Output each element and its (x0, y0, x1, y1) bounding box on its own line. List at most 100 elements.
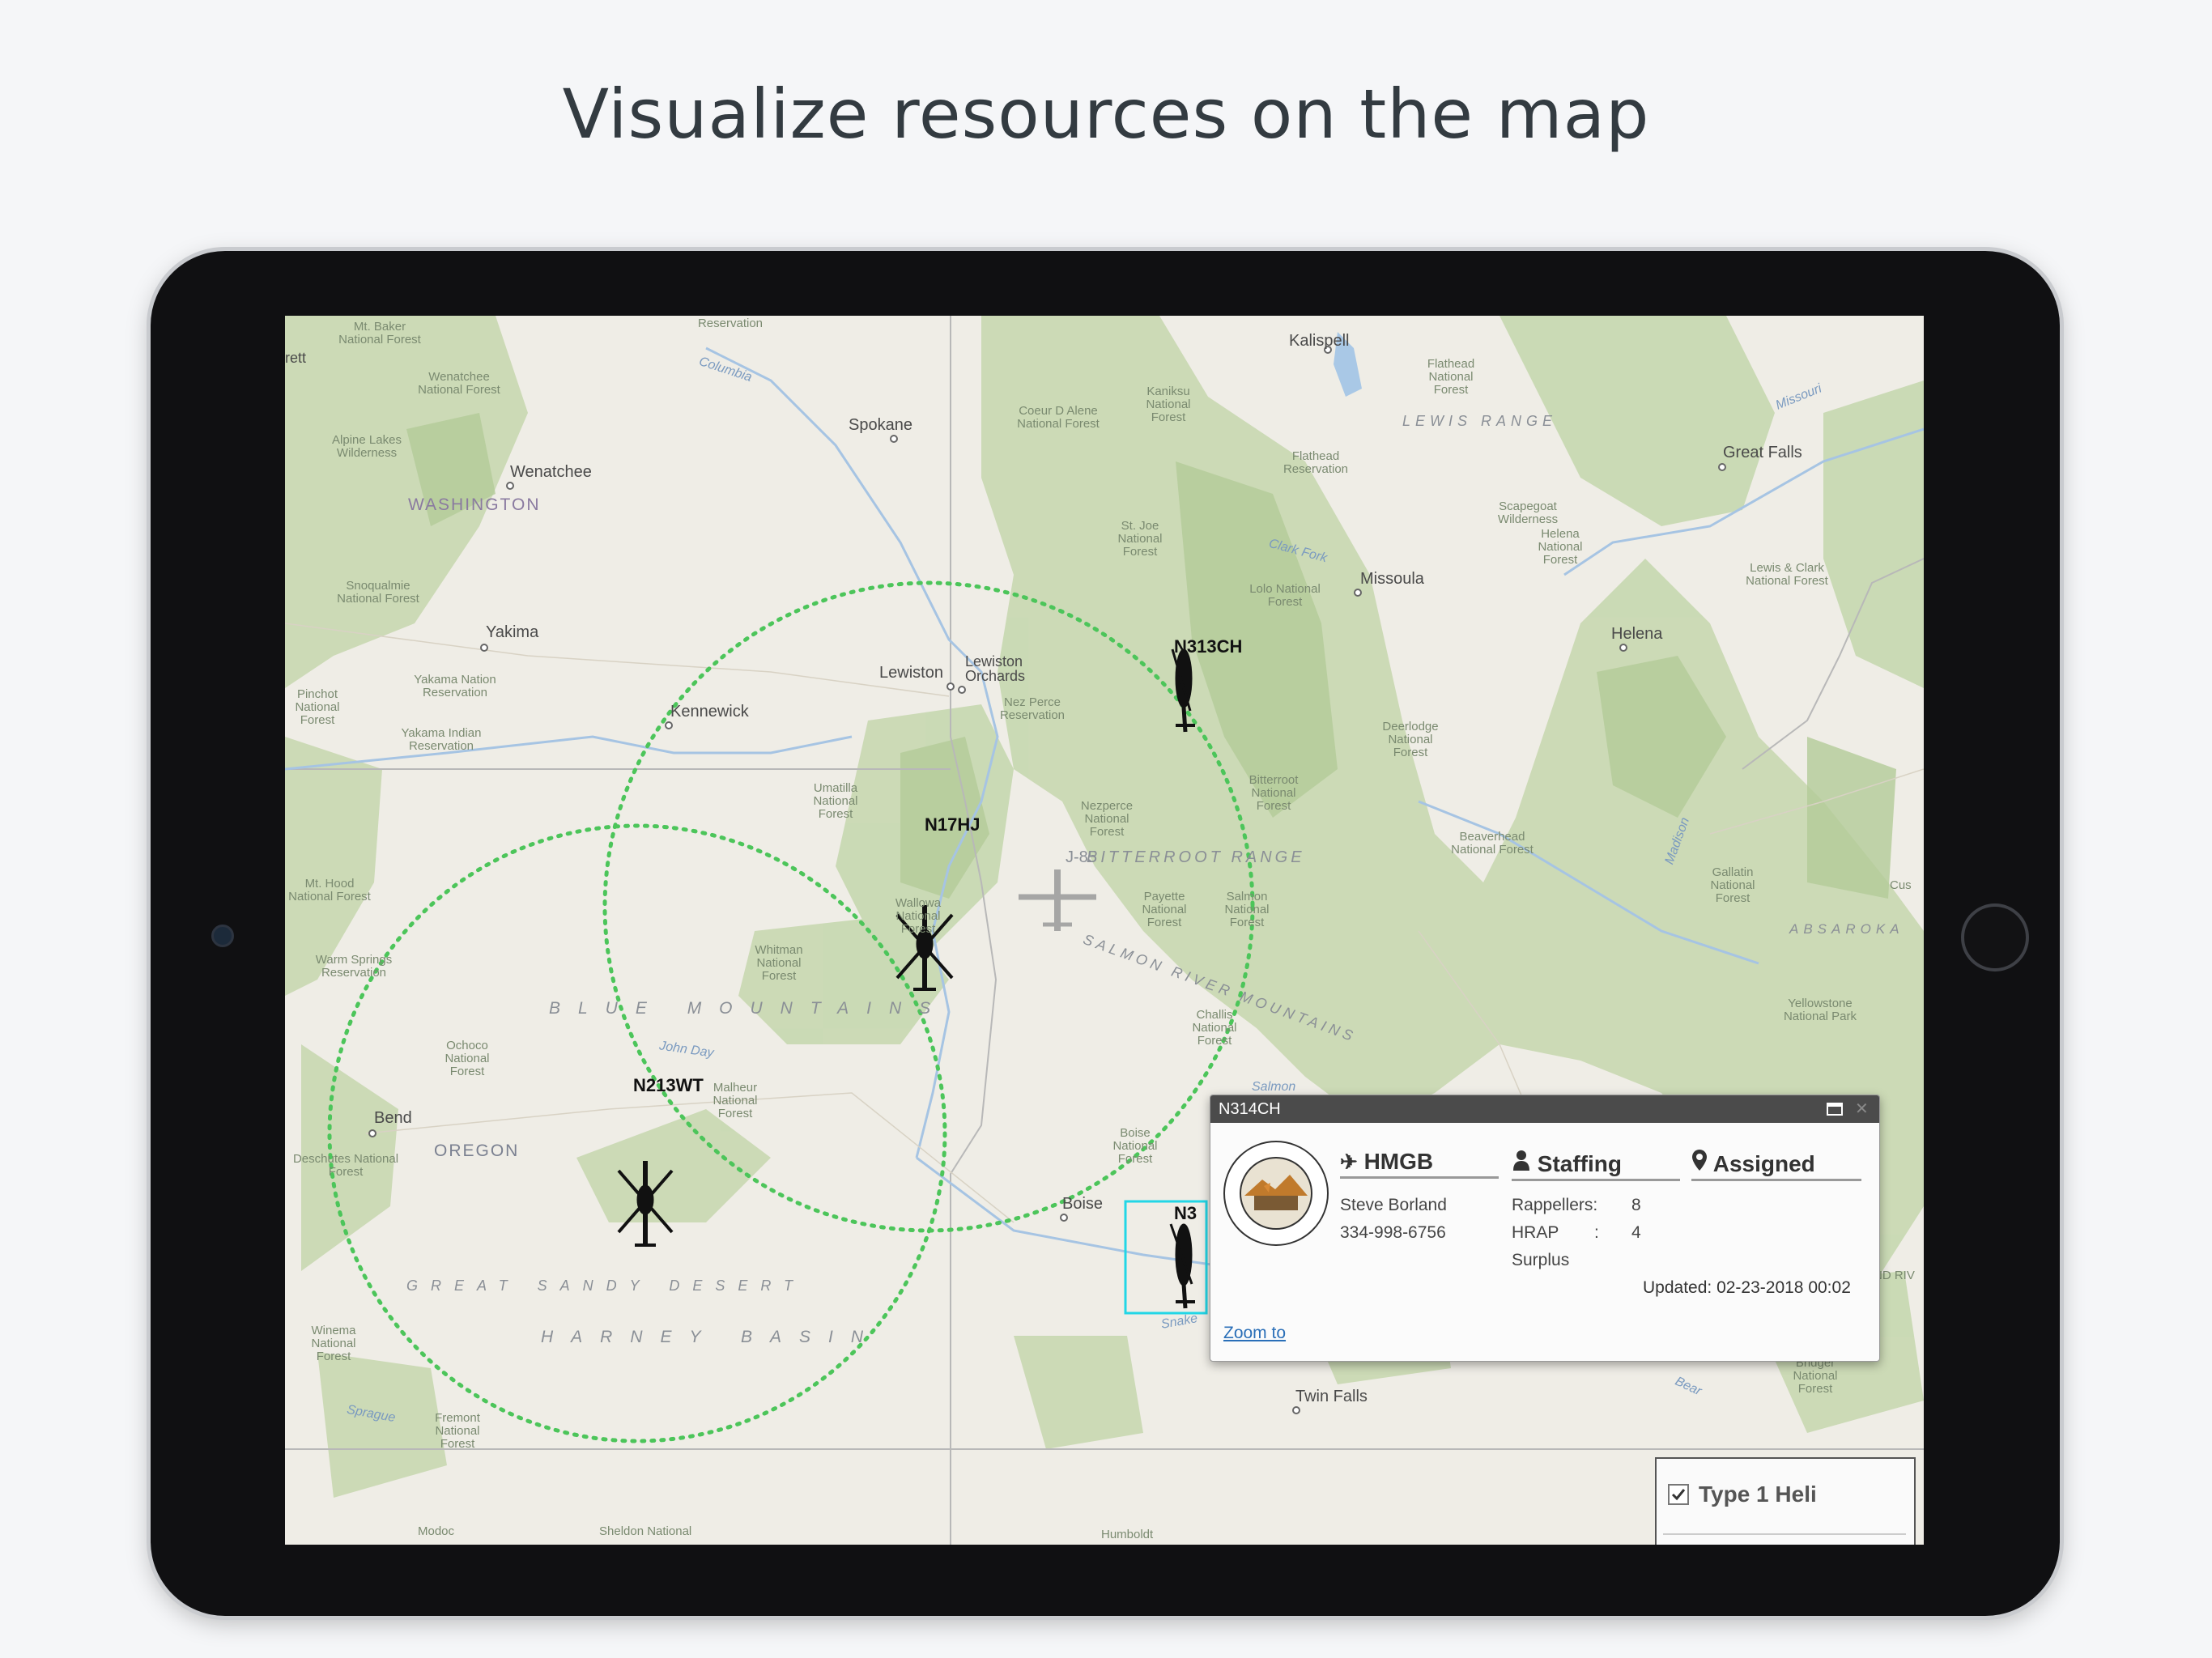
forest-label: Alpine Lakes Wilderness (332, 433, 402, 460)
state-label: OREGON (434, 1141, 520, 1160)
city-label: Wenatchee (510, 463, 592, 481)
legend-item-label: Type 1 Heli (1699, 1482, 1817, 1507)
map-screen[interactable]: Kalispell Spokane Wenatchee Great Falls … (285, 316, 1924, 1545)
region-label: BLUE MOUNTAINS (549, 999, 949, 1018)
hrap-separator: : (1594, 1223, 1599, 1242)
forest-label: Mt. Baker National Forest (338, 320, 421, 346)
range-circle-n213wt (327, 823, 947, 1443)
forest-label: Umatilla National Forest (813, 781, 858, 821)
aircraft-info-popup: N314CH ✕ ✈ HMGB Steve Borl (1210, 1095, 1880, 1362)
forest-label: Flathead Reservation (1283, 449, 1349, 476)
callsign-label[interactable]: N3 (1174, 1203, 1197, 1223)
checkbox-checked-icon[interactable] (1668, 1484, 1689, 1505)
headline: Visualize resources on the map (562, 74, 1650, 154)
forest-label: Wenatchee National Forest (418, 370, 500, 397)
region-label: BITTERROOT RANGE (1087, 848, 1305, 866)
forest-label: Helena National Forest (1538, 527, 1583, 567)
forest-label: Mt. Hood National Forest (288, 877, 371, 903)
city-label: Kalispell (1289, 332, 1350, 350)
region-label: HARNEY BASIN (541, 1328, 881, 1346)
contact-name: Steve Borland (1340, 1196, 1447, 1214)
forest-label: Deschutes National Forest (292, 1152, 399, 1179)
forest-label: Ochoco National Forest (445, 1039, 490, 1078)
selection-box (1124, 1200, 1208, 1315)
forest-label: Kaniksu National Forest (1146, 385, 1191, 424)
heli-n213wt-icon (617, 1161, 674, 1247)
fixed-wing-j85-icon (1019, 869, 1096, 931)
rappellers-label: Rappellers: (1512, 1196, 1598, 1214)
legend-item-type1-heli[interactable]: Type 1 Heli (1668, 1482, 1817, 1507)
city-label: Twin Falls (1295, 1388, 1368, 1405)
map-label: J-85 (1066, 848, 1097, 866)
location-pin-icon (1691, 1150, 1713, 1176)
forest-label: Winema National Forest (311, 1324, 356, 1363)
surplus-label: Surplus (1512, 1251, 1570, 1269)
river-label: Salmon (1252, 1080, 1296, 1094)
city-label: Helena (1611, 625, 1663, 643)
map-label: Sheldon National (599, 1524, 692, 1538)
city-label: Bend (374, 1109, 412, 1127)
map-label: Cus (1890, 878, 1912, 892)
staffing-header: Staffing (1512, 1149, 1680, 1181)
forest-label: Reservation (697, 317, 764, 330)
map-label: Modoc (418, 1524, 455, 1538)
callsign-label[interactable]: N17HJ (925, 814, 981, 835)
hrap-value: 4 (1631, 1223, 1641, 1242)
city-label: Yakima (486, 623, 539, 641)
status-header: Assigned (1691, 1149, 1861, 1181)
forest-label: Salmon National Forest (1224, 890, 1270, 929)
home-button (1961, 903, 2029, 971)
forest-label: Gallatin National Forest (1710, 865, 1755, 905)
city-label: Spokane (849, 416, 912, 434)
maximize-icon[interactable] (1826, 1095, 1844, 1132)
city-label: Boise (1062, 1195, 1104, 1213)
city-label: Great Falls (1723, 444, 1802, 461)
hmgb-header: ✈ HMGB (1340, 1149, 1499, 1179)
forest-label: Yellowstone National Park (1783, 997, 1857, 1023)
forest-label: Wallowa National Forest (895, 896, 942, 936)
callsign-label[interactable]: N213WT (633, 1075, 704, 1095)
region-label: LEWIS RANGE (1402, 413, 1558, 429)
hrap-label: HRAP (1512, 1223, 1559, 1242)
agency-logo (1222, 1139, 1330, 1248)
forest-label: Coeur D Alene National Forest (1017, 404, 1100, 431)
map-label: Humboldt (1101, 1528, 1154, 1541)
legend-divider (1663, 1533, 1906, 1535)
forest-label: Lolo National Forest (1249, 582, 1321, 609)
forest-label: Nezperce National Forest (1080, 799, 1134, 839)
map-canvas[interactable] (285, 316, 1924, 1545)
forest-label: Pinchot National Forest (295, 687, 340, 727)
forest-label: Deerlodge National Forest (1382, 720, 1439, 759)
city-label: Lewiston Orchards (965, 653, 1026, 684)
forest-label: Scapegoat Wilderness (1497, 500, 1559, 526)
front-camera (211, 925, 234, 947)
heli-n17hj-icon (895, 905, 954, 991)
city-label: Missoula (1360, 570, 1424, 588)
forest-label: St. Joe National Forest (1117, 519, 1163, 559)
plane-icon: ✈ (1340, 1150, 1358, 1174)
zoom-to-link[interactable]: Zoom to (1223, 1324, 1287, 1342)
close-icon[interactable]: ✕ (1855, 1100, 1869, 1118)
state-label: WASHINGTON (408, 495, 541, 514)
forest-label: Lewis & Clark National Forest (1746, 561, 1828, 588)
region-label: GREAT SANDY DESERT (406, 1278, 806, 1294)
callsign-label[interactable]: N313CH (1174, 636, 1243, 657)
layer-legend: Type 1 Heli (1655, 1457, 1916, 1545)
city-label: Kennewick (670, 703, 749, 721)
forest-label: Boise National Forest (1112, 1126, 1158, 1166)
forest-label: Bitterroot National Forest (1249, 773, 1299, 813)
heli-n313ch-icon (1171, 648, 1195, 733)
heli-n3-icon (1169, 1223, 1195, 1309)
forest-label: Challis National Forest (1192, 1008, 1237, 1048)
forest-label: Fremont National Forest (435, 1411, 480, 1451)
popup-titlebar: N314CH ✕ (1210, 1095, 1879, 1123)
map-label: rett (285, 350, 307, 366)
map-label: ND RIV (1874, 1269, 1915, 1282)
person-icon (1512, 1150, 1538, 1176)
city-label: Lewiston (879, 664, 943, 682)
forest-label: Nez Perce Reservation (999, 695, 1066, 722)
tablet-frame: Kalispell Spokane Wenatchee Great Falls … (151, 251, 2060, 1616)
forest-label: Payette National Forest (1142, 890, 1187, 929)
forest-label: Yakama Indian Reservation (401, 726, 482, 753)
forest-label: Warm Springs Reservation (315, 953, 393, 980)
